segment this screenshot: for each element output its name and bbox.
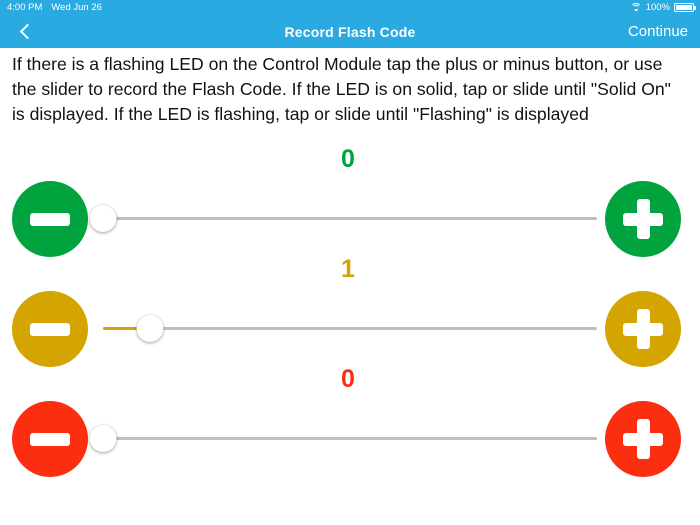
- slider-yellow[interactable]: [103, 315, 597, 343]
- status-bar-right: 100%: [630, 2, 700, 13]
- flash-code-value-yellow: 1: [341, 255, 355, 283]
- minus-icon: [30, 432, 70, 446]
- slider-track-yellow: [103, 327, 597, 330]
- status-bar: 4:00 PM Wed Jun 26 100%: [0, 0, 700, 15]
- status-time: 4:00 PM: [7, 2, 43, 13]
- flash-code-row-green: 0: [0, 145, 700, 257]
- status-bar-left: 4:00 PM Wed Jun 26: [0, 2, 102, 13]
- minus-icon: [30, 322, 70, 336]
- flash-code-value-green: 0: [341, 145, 355, 173]
- status-date: Wed Jun 26: [51, 2, 102, 13]
- nav-bar: Record Flash Code Continue: [0, 15, 700, 48]
- slider-red[interactable]: [89, 425, 597, 453]
- minus-button-yellow[interactable]: [12, 291, 88, 367]
- slider-track-green: [103, 217, 597, 220]
- flash-code-value-red: 0: [341, 365, 355, 393]
- wifi-icon: [630, 3, 642, 12]
- battery-full-icon: [674, 2, 696, 13]
- minus-button-green[interactable]: [12, 181, 88, 257]
- plus-icon-vertical: [636, 199, 650, 239]
- plus-button-green[interactable]: [605, 181, 681, 257]
- slider-track-red: [103, 437, 597, 440]
- page-title: Record Flash Code: [284, 23, 416, 40]
- slider-fill-yellow: [103, 327, 150, 330]
- slider-thumb-red[interactable]: [89, 425, 117, 452]
- minus-button-red[interactable]: [12, 401, 88, 477]
- instruction-text: If there is a flashing LED on the Contro…: [12, 54, 671, 124]
- slider-thumb-yellow[interactable]: [136, 315, 164, 342]
- slider-thumb-green[interactable]: [89, 205, 117, 232]
- plus-button-yellow[interactable]: [605, 291, 681, 367]
- plus-icon-vertical: [636, 309, 650, 349]
- minus-icon: [30, 212, 70, 226]
- flash-code-row-yellow: 1: [0, 255, 700, 367]
- continue-button[interactable]: Continue: [627, 23, 688, 40]
- slider-green[interactable]: [89, 205, 597, 233]
- flash-code-row-red: 0: [0, 365, 700, 477]
- battery-percent-label: 100%: [645, 2, 670, 13]
- plus-icon-vertical: [636, 419, 650, 459]
- plus-button-red[interactable]: [605, 401, 681, 477]
